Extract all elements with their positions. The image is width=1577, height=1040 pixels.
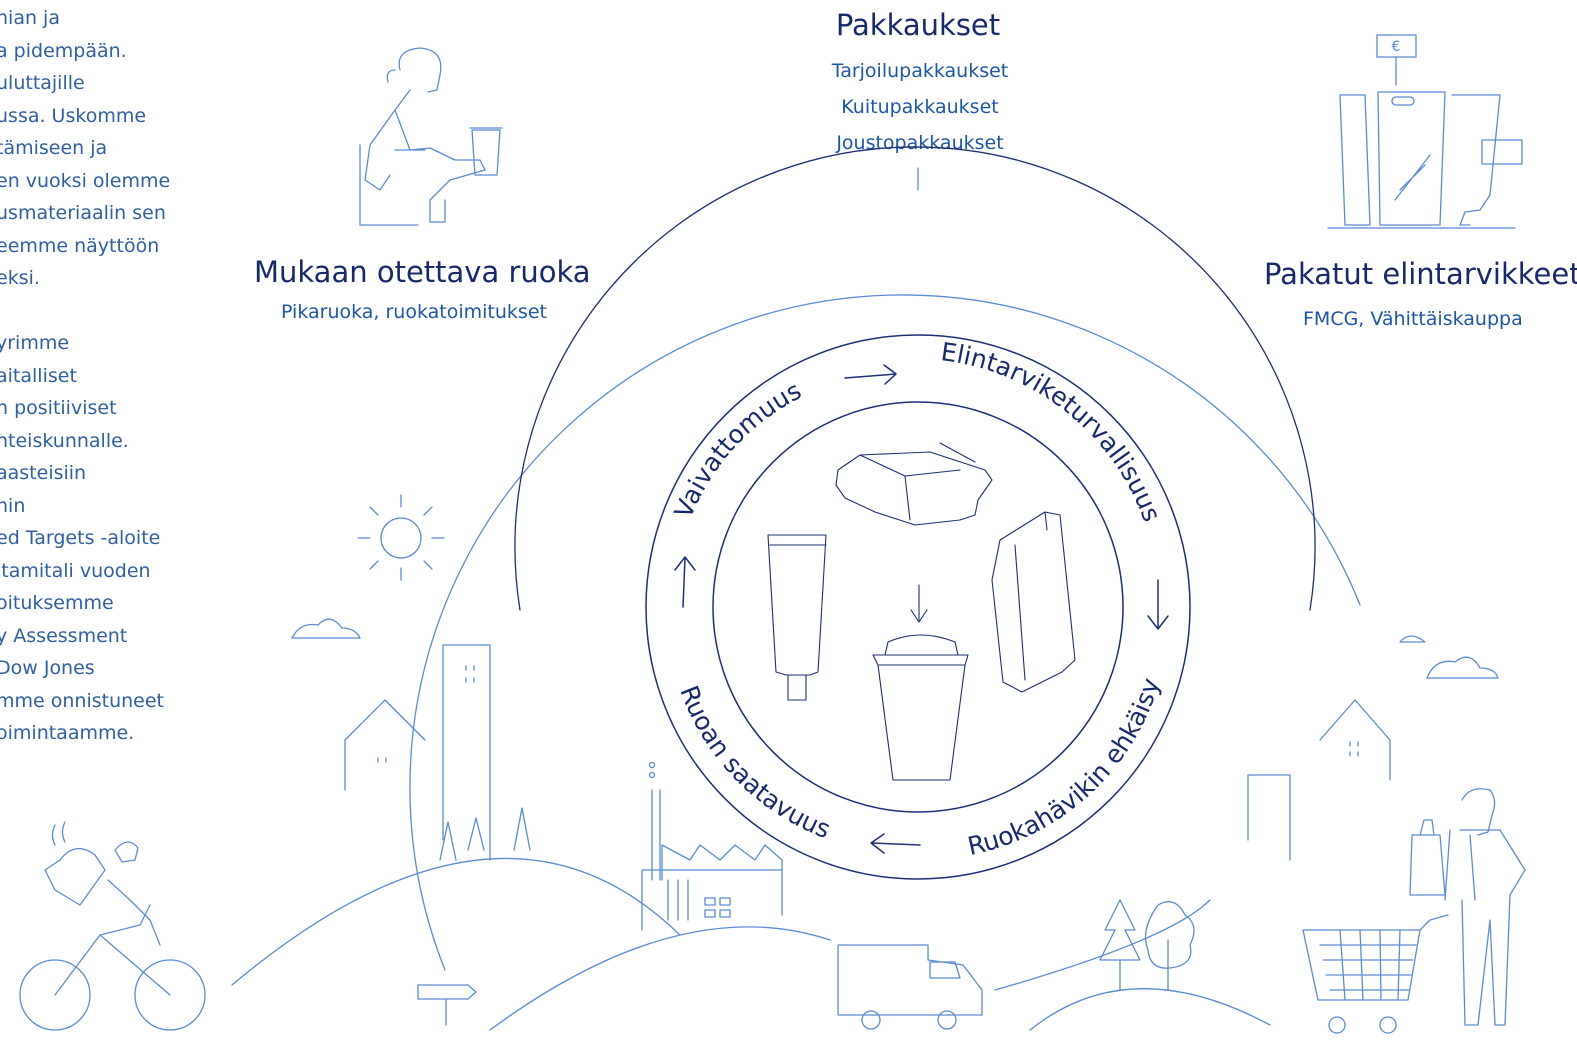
cycle-label-food-safety: Elintarviketurvallisuus [939,337,1166,525]
packaging-item-3: Joustopakkaukset [836,132,1004,154]
pouch-icon [991,511,1076,693]
delivery-van-icon [837,944,983,1030]
left-paragraph-line: eksi. [0,267,40,289]
cycle-label-food-waste: Ruokahävikin ehkäisy [965,674,1166,861]
left-paragraph-line: oimintaamme. [0,722,135,744]
packaging-title: Pakkaukset [835,8,1001,42]
price-tag: € [1392,39,1401,55]
left-paragraph-line [0,295,196,328]
food-box-icon [835,442,993,526]
trees-icon [1099,899,1195,991]
left-paragraph-line: ussa. Uskomme [0,104,147,127]
left-paragraph-line: uluttajille [0,72,85,94]
signpost-icon [417,984,477,1026]
left-paragraph-line: yrimme [0,332,70,354]
houses-icon [344,644,531,861]
cycle-label-effortless: Vaivattomuus [669,376,806,523]
cycle-arrows [674,364,1169,854]
packaged-food-title: Pakatut elintarvikkeet [1264,257,1577,291]
packaged-food-subtitle: FMCG, Vähittäiskauppa [1303,308,1523,330]
left-paragraph-line: Dow Jones [0,657,95,679]
takeaway-subtitle: Pikaruoka, ruokatoimitukset [281,301,547,323]
landscape-hills [231,699,1391,1031]
packaging-item-1: Tarjoilupakkaukset [831,60,1009,82]
left-paragraph-line: nian ja [0,7,60,29]
cloud-icon [1426,656,1499,679]
left-paragraph-line: ltamitali vuoden [0,559,151,582]
left-paragraph-line: hin [0,494,26,517]
bike-courier-icon [19,821,206,1031]
left-paragraph-line: n positiiviset [0,397,117,419]
left-paragraph-line: aasteisiin [0,462,87,484]
left-paragraph-line: nteiskunnalle. [0,429,129,452]
tube-icon [767,534,827,701]
left-paragraph-line: oituksemme [0,592,114,614]
packaging-item-2: Kuitupakkaukset [841,96,999,118]
left-paragraph: nian ja a pidempään. uluttajille ussa. Usko… [0,2,196,750]
shopper-icon [1409,788,1526,1026]
factory-icon [641,761,783,931]
left-paragraph-line: y Assessment [0,624,128,647]
cloud-icon [291,618,361,639]
shelf-packages-icon: € [1327,34,1523,229]
left-paragraph-line: usmateriaalin sen [0,202,166,224]
sun-icon [357,494,445,581]
cycle-label-food-availability: Ruoan saatavuus [674,682,834,845]
shopping-cart-icon [1302,914,1449,1034]
cloud-icon [1399,635,1426,643]
coffee-cup-icon [872,584,969,781]
takeaway-title: Mukaan otettava ruoka [254,255,591,289]
left-paragraph-line: eemme näyttöön [0,234,160,257]
left-paragraph-line: tämiseen ja [0,137,108,159]
left-paragraph-line: en vuoksi olemme [0,169,171,192]
left-paragraph-line: ed Targets -aloite [0,527,161,549]
left-paragraph-line: mme onnistuneet [0,689,164,712]
left-paragraph-line: aitalliset [0,364,77,387]
left-paragraph-line: a pidempään. [0,39,127,62]
takeaway-person-icon [359,47,503,226]
